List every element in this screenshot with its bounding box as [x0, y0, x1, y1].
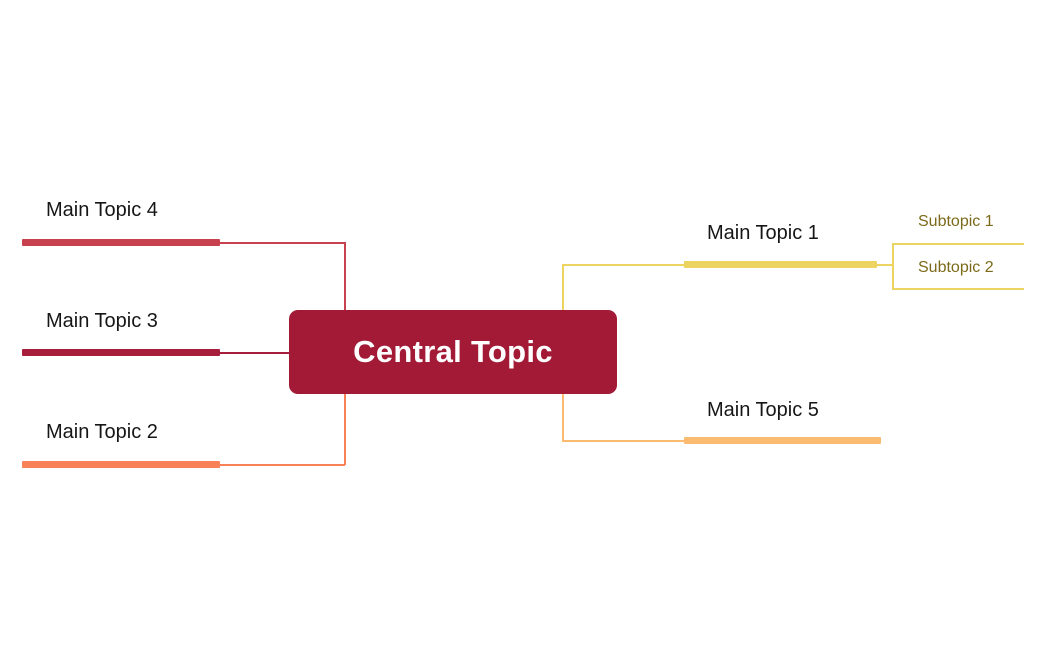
- topic-bar-main-topic-2[interactable]: [22, 461, 220, 468]
- topic-label-main-topic-3[interactable]: Main Topic 3: [46, 310, 158, 332]
- topic-label-main-topic-1[interactable]: Main Topic 1: [707, 222, 819, 244]
- connector-main-topic-3-horizontal: [219, 352, 293, 354]
- topic-bar-main-topic-5[interactable]: [684, 437, 881, 444]
- connector-subtopic-1-underline: [892, 243, 1024, 245]
- topic-bar-main-topic-4[interactable]: [22, 239, 220, 246]
- connector-subtopic-vertical: [892, 243, 894, 289]
- connector-main-topic-1-horizontal: [562, 264, 686, 266]
- central-topic-label: Central Topic: [353, 334, 553, 369]
- connector-main-topic-4-horizontal: [219, 242, 345, 244]
- connector-main-topic-5-horizontal: [562, 440, 686, 442]
- connector-left-lower-vertical: [344, 392, 346, 465]
- central-topic-node[interactable]: Central Topic: [289, 310, 617, 394]
- topic-label-main-topic-4[interactable]: Main Topic 4: [46, 199, 158, 221]
- subtopic-label-subtopic-1[interactable]: Subtopic 1: [918, 213, 994, 230]
- topic-label-main-topic-2[interactable]: Main Topic 2: [46, 421, 158, 443]
- connector-right-lower-vertical: [562, 392, 564, 441]
- connector-right-upper-vertical: [562, 264, 564, 312]
- connector-subtopic-2-underline: [892, 288, 1024, 290]
- topic-bar-main-topic-3[interactable]: [22, 349, 220, 356]
- connector-subtopic-stub: [871, 264, 894, 266]
- topic-label-main-topic-5[interactable]: Main Topic 5: [707, 399, 819, 421]
- connector-left-upper-vertical: [344, 242, 346, 312]
- connector-main-topic-2-horizontal: [219, 464, 345, 466]
- subtopic-label-subtopic-2[interactable]: Subtopic 2: [918, 259, 994, 276]
- topic-bar-main-topic-1[interactable]: [684, 261, 877, 268]
